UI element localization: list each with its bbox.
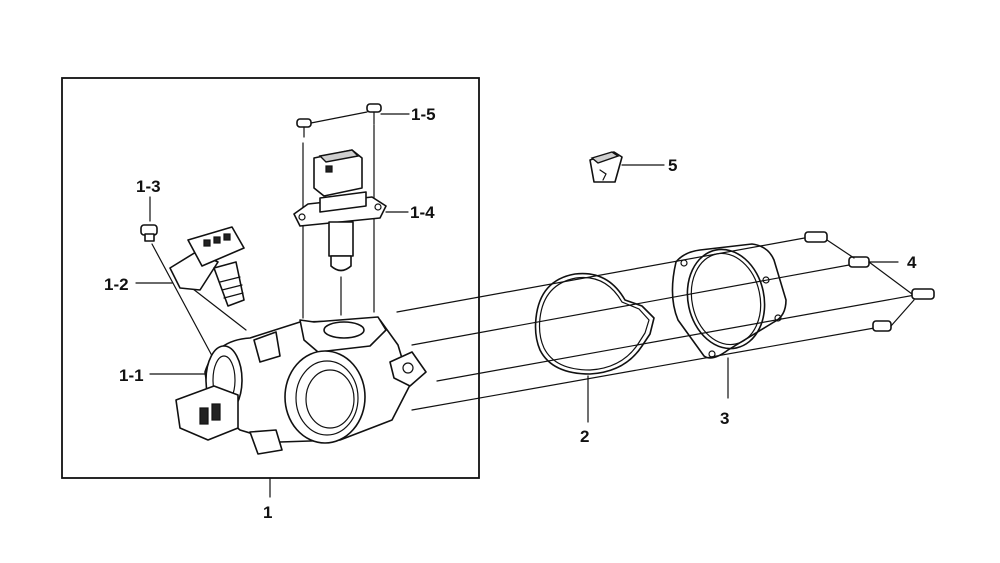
callout-4: 4: [907, 253, 917, 272]
bolt-4-b: [848, 256, 870, 268]
idle-air-valve-1-4: [293, 149, 387, 272]
screw-1-5-left: [296, 118, 312, 138]
leader-1-5: [310, 111, 368, 124]
screw-1-3: [140, 224, 158, 242]
callout-3: 3: [720, 409, 729, 428]
position-sensor-1-2: [169, 226, 245, 307]
callout-1-3: 1-3: [136, 177, 161, 196]
callout-2: 2: [580, 427, 589, 446]
callout-1-1: 1-1: [119, 366, 144, 385]
callout-1-5: 1-5: [411, 105, 436, 124]
leader-4: [826, 239, 915, 327]
o-ring-2: [534, 272, 655, 375]
flange-gasket-3: [671, 243, 787, 359]
bolt-4-c: [911, 288, 935, 300]
callout-1: 1: [263, 503, 272, 522]
clip-nut-5: [589, 151, 623, 183]
bolt-4-d: [872, 320, 892, 332]
callout-1-2: 1-2: [104, 275, 129, 294]
throttle-body-1-1: [175, 316, 427, 455]
callout-5: 5: [668, 156, 677, 175]
bolt-4-a: [804, 231, 828, 243]
screw-1-5-right: [366, 103, 382, 125]
callout-1-4: 1-4: [410, 203, 435, 222]
